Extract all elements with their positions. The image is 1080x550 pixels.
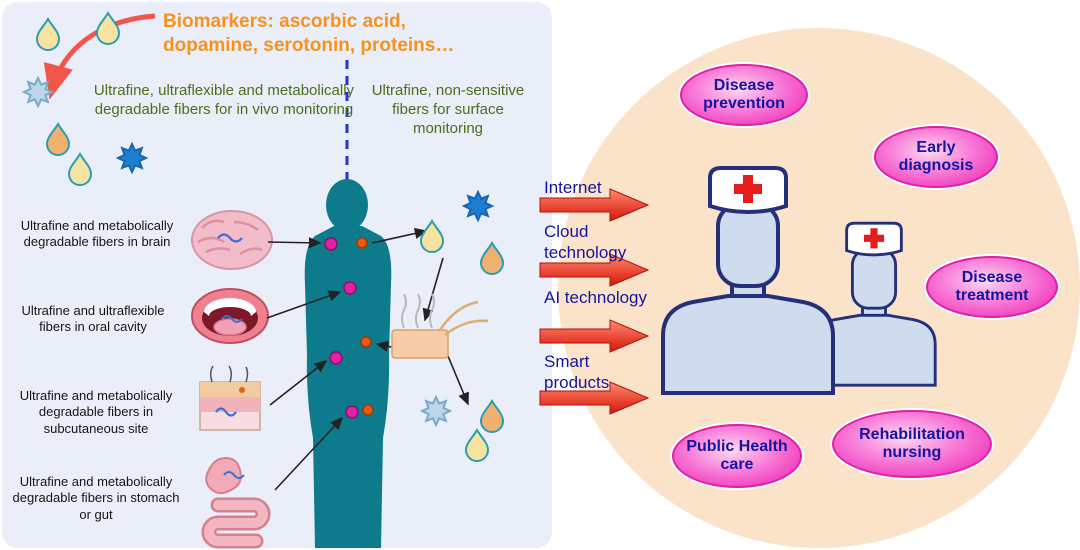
droplet-icon <box>46 123 70 156</box>
sensor-dot-orange <box>362 404 374 416</box>
biomarker-icons-body <box>420 191 504 462</box>
outcome-bubble-label: Disease treatment <box>955 268 1029 304</box>
outcome-bubble-rehabilitation-nursing: Rehabilitation nursing <box>832 410 992 478</box>
tech-label-smart-products: Smart products <box>544 352 610 393</box>
sensor-dot-orange <box>360 336 372 348</box>
sensor-dot-magenta <box>324 237 338 251</box>
nurse-figure-large <box>661 166 835 395</box>
droplet-icon <box>480 400 504 433</box>
site-label-stomach-gut: Ultrafine and metabolically degradable f… <box>12 474 180 522</box>
outcome-bubble-label: Disease prevention <box>703 76 785 112</box>
brain-icon <box>191 210 273 270</box>
technology-arrows <box>539 188 650 415</box>
tech-label-cloud: Cloud technology <box>544 222 627 263</box>
arrow-internet <box>539 188 650 222</box>
sensor-dot-orange <box>356 237 368 249</box>
skin-icon <box>199 365 261 431</box>
outcome-bubble-disease-prevention: Disease prevention <box>680 64 808 126</box>
outcome-bubble-label: Early diagnosis <box>898 138 974 174</box>
outcome-bubble-public-health-care: Public Health care <box>672 424 802 488</box>
site-label-brain: Ultrafine and metabolically degradable f… <box>20 218 174 250</box>
droplet-icon <box>36 18 60 51</box>
sensor-dot-magenta <box>345 405 359 419</box>
left-monitoring-panel <box>2 2 552 548</box>
droplet-icon <box>96 12 120 45</box>
biomarkers-title: Biomarkers: ascorbic acid, dopamine, ser… <box>163 11 455 56</box>
virus-icon <box>421 396 451 426</box>
stomach-icon <box>201 456 271 549</box>
skin-patch-icon <box>391 293 489 359</box>
surface-monitoring-caption: Ultrafine, non-sensitive fibers for surf… <box>371 82 525 137</box>
outcome-bubble-disease-treatment: Disease treatment <box>926 256 1058 318</box>
droplet-icon <box>465 429 489 462</box>
site-label-subcutaneous: Ultrafine and metabolically degradable f… <box>19 388 173 436</box>
human-silhouette <box>304 179 392 548</box>
virus-icon <box>463 191 493 221</box>
outcome-bubble-label: Public Health care <box>686 437 788 473</box>
arrow-smart <box>539 381 650 415</box>
sensor-dot-magenta <box>329 351 343 365</box>
tech-label-internet: Internet <box>544 178 602 197</box>
virus-icon <box>117 143 147 173</box>
arrow-cloud <box>539 253 650 287</box>
sensor-dot-magenta <box>343 281 357 295</box>
droplet-icon <box>480 242 504 275</box>
virus-icon <box>23 77 53 107</box>
droplet-icon <box>420 220 444 253</box>
droplet-icon <box>68 153 92 186</box>
mouth-icon <box>191 288 269 344</box>
outcome-bubble-early-diagnosis: Early diagnosis <box>874 126 998 188</box>
arrow-ai <box>539 319 650 353</box>
in-vivo-monitoring-caption: Ultrafine, ultraflexible and metabolical… <box>93 82 355 118</box>
biomarkers-curved-arrow <box>43 13 156 100</box>
tech-label-ai: AI technology <box>544 288 648 307</box>
outcome-bubble-label: Rehabilitation nursing <box>859 425 965 461</box>
site-label-oral-cavity: Ultrafine and ultraflexible fibers in or… <box>21 303 165 335</box>
